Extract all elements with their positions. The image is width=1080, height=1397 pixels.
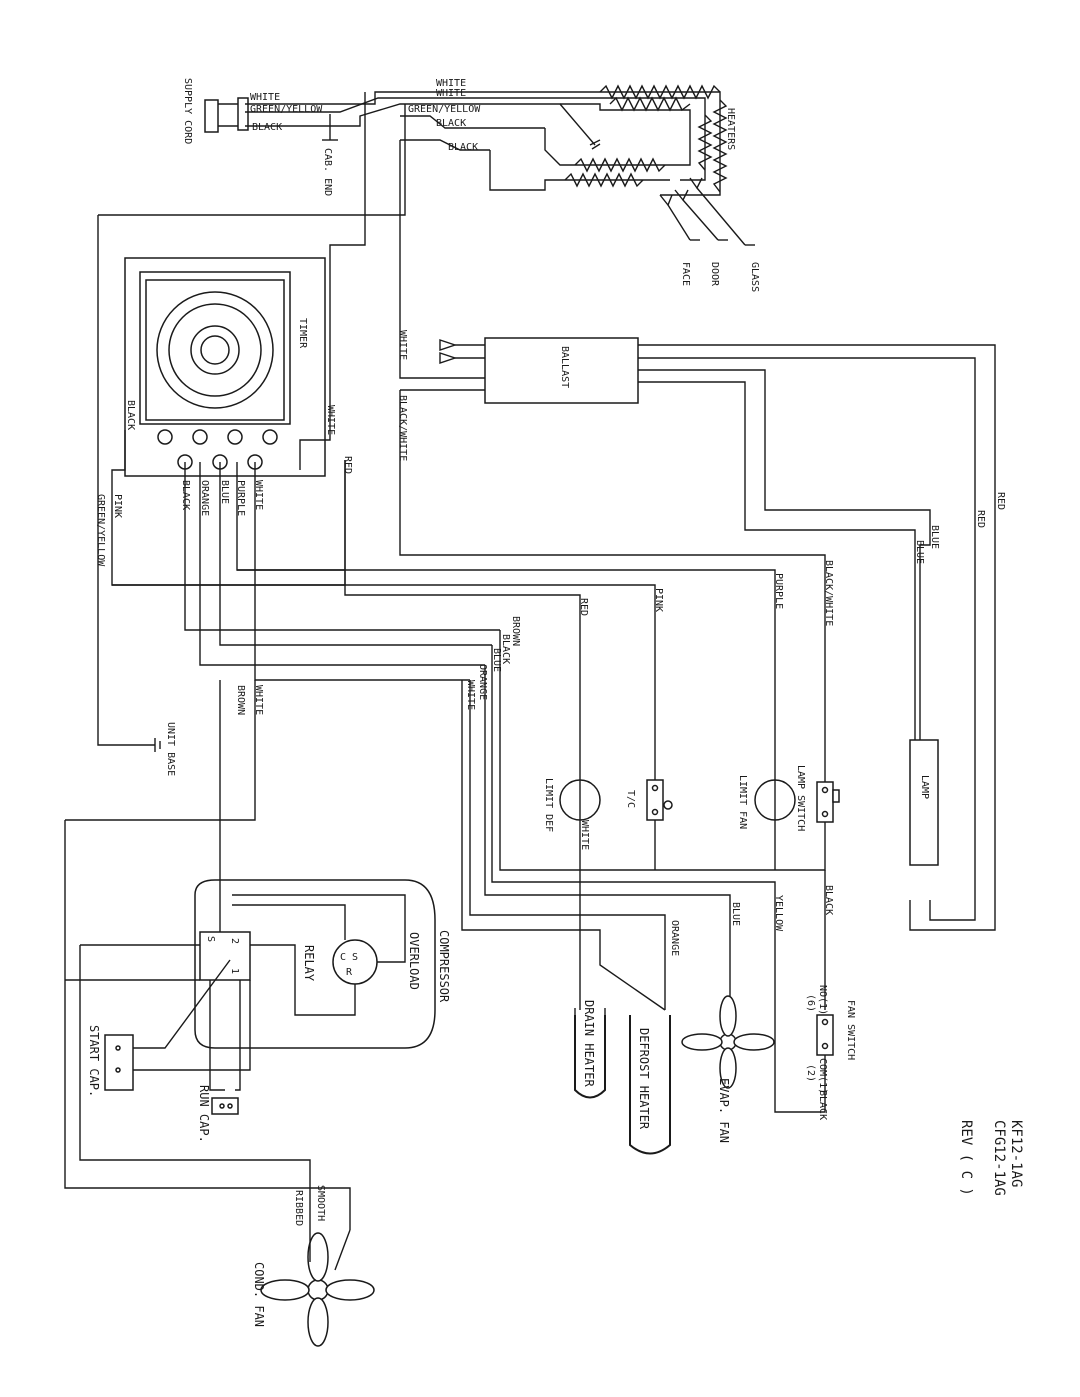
timer-black-label: BLACK bbox=[125, 400, 136, 430]
start-cap bbox=[104, 1034, 134, 1091]
timer-label: TIMER bbox=[297, 318, 308, 349]
supply-green-yellow-label: GREEN/YELLOW bbox=[250, 104, 323, 115]
purple-label: PURPLE bbox=[773, 573, 784, 609]
white-label-brown: WHITE bbox=[253, 685, 264, 715]
drain-heater bbox=[574, 1008, 606, 1099]
orange-label-drain: ORANGE bbox=[669, 920, 680, 956]
blue-label-2: BLUE bbox=[914, 540, 925, 564]
start-cap-label: START CAP. bbox=[87, 1025, 101, 1097]
tc-label: T/C bbox=[625, 790, 636, 808]
ballast-label: BALLAST bbox=[559, 346, 570, 388]
limit-fan-label: LIMIT FAN bbox=[737, 775, 748, 829]
tc-switch bbox=[646, 779, 673, 821]
relay-term-2: 2 bbox=[229, 938, 240, 944]
ballast-black-white-label: BLACK/WHITE bbox=[397, 395, 408, 461]
top-green-yellow-label: GREEN/YELLOW bbox=[408, 104, 481, 115]
fan-switch-label: FAN SWITCH bbox=[845, 1000, 856, 1060]
relay-term-1: 1 bbox=[229, 968, 240, 974]
orange-label-bundle: ORANGE bbox=[477, 664, 488, 700]
top-black-label-1: BLACK bbox=[436, 118, 466, 129]
compressor bbox=[194, 879, 436, 1049]
lamp bbox=[909, 739, 939, 866]
relay-c-label: C bbox=[340, 952, 346, 963]
heaters-label: HEATERS bbox=[725, 108, 736, 150]
white-label-bundle: WHITE bbox=[465, 680, 476, 710]
red-label-2: RED bbox=[975, 510, 986, 528]
white-label-def: WHITE bbox=[579, 820, 590, 850]
timer bbox=[124, 257, 326, 477]
timer-red-label: RED bbox=[342, 456, 353, 474]
run-cap bbox=[211, 1097, 239, 1115]
yellow-label: YELLOW bbox=[773, 895, 784, 932]
relay-term-s: S bbox=[205, 936, 216, 942]
run-cap-label: RUN CAP. bbox=[197, 1085, 211, 1143]
limit-def-label: LIMIT DEF bbox=[543, 778, 554, 832]
lamp-label: LAMP bbox=[919, 775, 930, 799]
cond-fan bbox=[260, 1229, 375, 1347]
defrost-heater-label: DEFROST HEATER bbox=[637, 1028, 651, 1130]
door-label: DOOR bbox=[709, 262, 720, 287]
supply-cord-label: SUPPLY CORD bbox=[182, 78, 193, 144]
ribbed-label: RIBBED bbox=[293, 1190, 304, 1226]
red-label-3: RED bbox=[578, 598, 589, 616]
unit-base-label: UNIT BASE bbox=[165, 722, 176, 776]
relay bbox=[199, 931, 251, 981]
revision-text: REV ( C ) bbox=[958, 1120, 974, 1196]
glass-label: GLASS bbox=[749, 262, 760, 292]
drain-heater-label: DRAIN HEATER bbox=[582, 1000, 596, 1087]
fan-com-label: COM(1) bbox=[817, 1058, 828, 1094]
timer-black-label-2: BLACK bbox=[180, 480, 191, 510]
pink-label-2: PINK bbox=[653, 588, 664, 612]
top-black-label-2: BLACK bbox=[448, 142, 478, 153]
defrost-heater bbox=[629, 1015, 671, 1155]
timer-green-yellow-label: GREEN/YELLOW bbox=[95, 494, 106, 567]
fan-no-label: NO(1) bbox=[817, 985, 828, 1015]
cab-end-label: CAB. END bbox=[322, 148, 333, 196]
timer-pink-label: PINK bbox=[112, 494, 123, 518]
heaters bbox=[489, 84, 755, 246]
brown-label: BROWN bbox=[510, 616, 521, 646]
supply-cord bbox=[204, 97, 249, 133]
timer-white-label-2: WHITE bbox=[253, 480, 264, 510]
model-1-text: KF12-1AG bbox=[1008, 1120, 1024, 1187]
fan-black-label: BLACK bbox=[817, 1090, 828, 1120]
blue-label-1: BLUE bbox=[929, 525, 940, 549]
ballast-white-label: WHITE bbox=[397, 330, 408, 360]
timer-orange-label: ORANGE bbox=[199, 480, 210, 516]
cond-fan-label: COND. FAN bbox=[252, 1262, 266, 1327]
limit-def bbox=[559, 779, 601, 821]
model-2-text: CFG12-1AG bbox=[991, 1120, 1007, 1196]
supply-black-label: BLACK bbox=[252, 122, 282, 133]
evap-fan bbox=[681, 995, 775, 1089]
relay-r-label: R bbox=[346, 967, 353, 978]
brown-label-2: BROWN bbox=[235, 685, 246, 715]
relay-label: RELAY bbox=[302, 945, 316, 982]
lamp-switch-label: LAMP SWITCH bbox=[795, 765, 806, 831]
timer-purple-label: PURPLE bbox=[235, 480, 246, 516]
timer-blue-label: BLUE bbox=[219, 480, 230, 504]
black-white-label-2: BLACK/WHITE bbox=[823, 560, 834, 626]
blue-label-bundle: BLUE bbox=[491, 648, 502, 672]
fan-no-pin-label: (6) bbox=[805, 994, 816, 1012]
blue-label-evap: BLUE bbox=[730, 902, 741, 926]
compressor-label: COMPRESSOR bbox=[437, 930, 451, 1003]
fan-switch bbox=[816, 1014, 834, 1085]
fan-com-pin-label: (2) bbox=[805, 1064, 816, 1082]
face-label: FACE bbox=[680, 262, 691, 286]
top-white-label-1: WHITE bbox=[436, 78, 466, 89]
relay-s-label: S bbox=[352, 952, 358, 963]
limit-fan bbox=[754, 779, 796, 821]
black-label-bundle: BLACK bbox=[500, 634, 511, 664]
supply-white-label: WHITE bbox=[250, 92, 280, 103]
overload-label: OVERLOAD bbox=[407, 932, 421, 990]
timer-white-label: WHITE bbox=[325, 405, 336, 435]
smooth-label: SMOOTH bbox=[315, 1185, 326, 1221]
lamp-switch bbox=[816, 781, 840, 823]
black-label-lamp: BLACK bbox=[823, 885, 834, 915]
red-label-1: RED bbox=[995, 492, 1006, 510]
evap-fan-label: EVAP. FAN bbox=[717, 1078, 731, 1143]
top-white-label-2: WHITE bbox=[436, 88, 466, 99]
